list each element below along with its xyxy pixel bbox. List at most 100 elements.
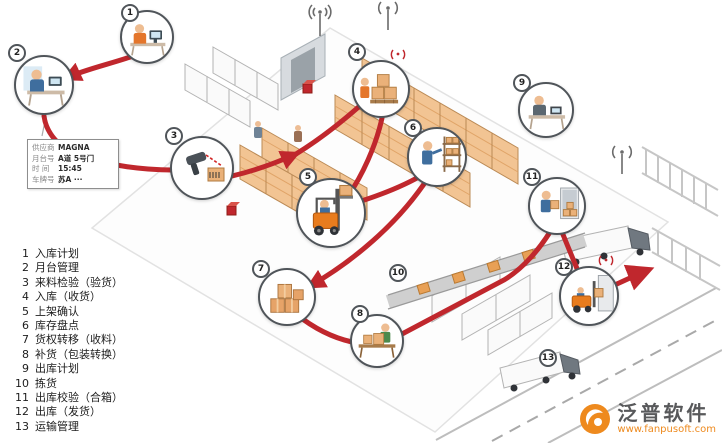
legend-label: 出库计划 [35, 362, 79, 376]
legend-item-5: 5 上架确认 [12, 305, 123, 319]
legend-item-3: 3 来料检验（验货） [12, 276, 123, 290]
legend-label: 入库（收货） [35, 290, 101, 304]
legend-number: 8 [22, 347, 29, 361]
watermark-brand: 泛普软件 [617, 401, 710, 425]
watermark-text: 泛普软件 www.fanpusoft.com [617, 402, 716, 435]
step-circle-4 [352, 60, 410, 118]
barcode-scanner-icon [186, 151, 225, 182]
card-row-plate: 车牌号 苏A ··· [32, 175, 114, 186]
rf-signal-icon [390, 49, 614, 266]
legend-number: 1 [22, 247, 29, 260]
worker-figures [254, 121, 302, 142]
legend-number: 7 [22, 333, 29, 347]
legend-item-11: 11 出库校验（合箱） [12, 391, 123, 405]
step-badge-7: 7 [252, 260, 270, 278]
legend-item-6: 6 库存盘点 [12, 319, 123, 333]
step-circle-6 [407, 127, 467, 187]
legend-label: 拣货 [35, 376, 57, 390]
legend-number: 10 [15, 376, 29, 390]
step-badge-6: 6 [404, 119, 422, 137]
conveyor-belt [385, 232, 588, 310]
legend-label: 上架确认 [35, 304, 79, 318]
step-circle-2 [14, 55, 74, 115]
legend-item-9: 9 出库计划 [12, 362, 123, 376]
outbound-planning-desk-icon [528, 95, 566, 130]
legend-number: 12 [15, 405, 29, 419]
legend-label: 出库校验（合箱） [35, 391, 123, 405]
card-value: MAGNA [58, 143, 90, 152]
legend-label: 货权转移（收料） [35, 333, 123, 347]
carton-stack-icon [270, 283, 304, 313]
legend-item-12: 12 出库（发货） [12, 405, 123, 419]
step-badge-1: 1 [121, 4, 139, 22]
legend-label: 库存盘点 [35, 319, 79, 333]
legend-label: 出库（发货） [35, 405, 101, 419]
step-badge-2: 2 [8, 44, 26, 62]
step-badge-8: 8 [351, 305, 369, 323]
flow-mid-4 [293, 101, 365, 157]
card-label: 车牌号 [32, 174, 55, 184]
step-badge-3: 3 [165, 127, 183, 145]
step-circle-3 [170, 136, 234, 200]
stocktake-rack-icon [422, 136, 462, 172]
step-circle-11 [528, 177, 586, 235]
legend-number: 2 [22, 261, 29, 275]
shipping-truck [561, 225, 651, 266]
wifi-antenna-icon [308, 1, 633, 174]
legend-item-8: 8 补货（包装转换） [12, 348, 123, 362]
fanpu-logo-icon [580, 403, 611, 434]
supplier-info-card: 供应商 MAGNA 月台号 A道 5号门 时 间 15:45 车牌号 苏A ··… [27, 139, 119, 189]
legend-item-4: 4 入库（收货） [12, 290, 123, 304]
legend-item-13: 13 运输管理 [12, 420, 123, 434]
legend-number: 5 [22, 304, 29, 318]
card-row-supplier: 供应商 MAGNA [32, 143, 114, 154]
step-badge-12: 12 [555, 258, 573, 276]
legend-item-7: 7 货权转移（收料） [12, 333, 123, 347]
card-label: 供应商 [32, 143, 55, 152]
fanpu-watermark: 泛普软件 www.fanpusoft.com [579, 402, 716, 435]
fence [641, 146, 721, 291]
step-circle-5 [296, 178, 366, 248]
step-badge-11: 11 [523, 168, 541, 186]
packing-bench-icon [358, 323, 396, 358]
legend-number: 11 [15, 391, 29, 405]
flow-3-mid [229, 150, 301, 179]
flow-8-11 [399, 229, 553, 337]
forklift-loading-truck-icon [571, 275, 614, 313]
legend-label: 来料检验（验货） [35, 275, 123, 289]
legend-item-2: 2 月台管理 [12, 261, 123, 275]
watermark-url: www.fanpusoft.com [617, 424, 716, 435]
step-circle-12 [559, 266, 619, 326]
legend-item-10: 10 拣货 [12, 377, 123, 391]
card-value: A道 5号门 [58, 153, 95, 163]
step-badge-9: 9 [513, 74, 531, 92]
legend-number: 9 [22, 362, 29, 376]
step-badge-13: 13 [539, 349, 557, 367]
step-circle-9 [518, 82, 574, 138]
step-badge-5: 5 [299, 168, 317, 186]
card-row-time: 时 间 15:45 [32, 164, 114, 175]
step-badge-10: 10 [389, 264, 407, 282]
flow-6-7 [305, 175, 431, 289]
card-row-dock: 月台号 A道 5号门 [32, 154, 114, 165]
legend-number: 4 [22, 290, 29, 304]
card-label: 时 间 [32, 164, 50, 173]
legend-number: 6 [22, 319, 29, 333]
legend-label: 补货（包装转换） [35, 347, 123, 361]
legend-number: 13 [15, 419, 29, 433]
legend-label: 月台管理 [35, 261, 79, 275]
computer-desk-icon [130, 24, 166, 56]
red-parcel-icon [226, 80, 316, 216]
forklift-icon [312, 184, 353, 236]
dock-office-icon [23, 66, 65, 106]
card-label: 月台号 [32, 153, 55, 163]
step-circle-8 [350, 314, 404, 368]
legend-number: 3 [22, 275, 29, 289]
legend-label: 运输管理 [35, 419, 79, 433]
step-circle-7 [258, 268, 316, 326]
dock-trailers [184, 46, 279, 128]
card-value: 苏A ··· [58, 174, 83, 184]
